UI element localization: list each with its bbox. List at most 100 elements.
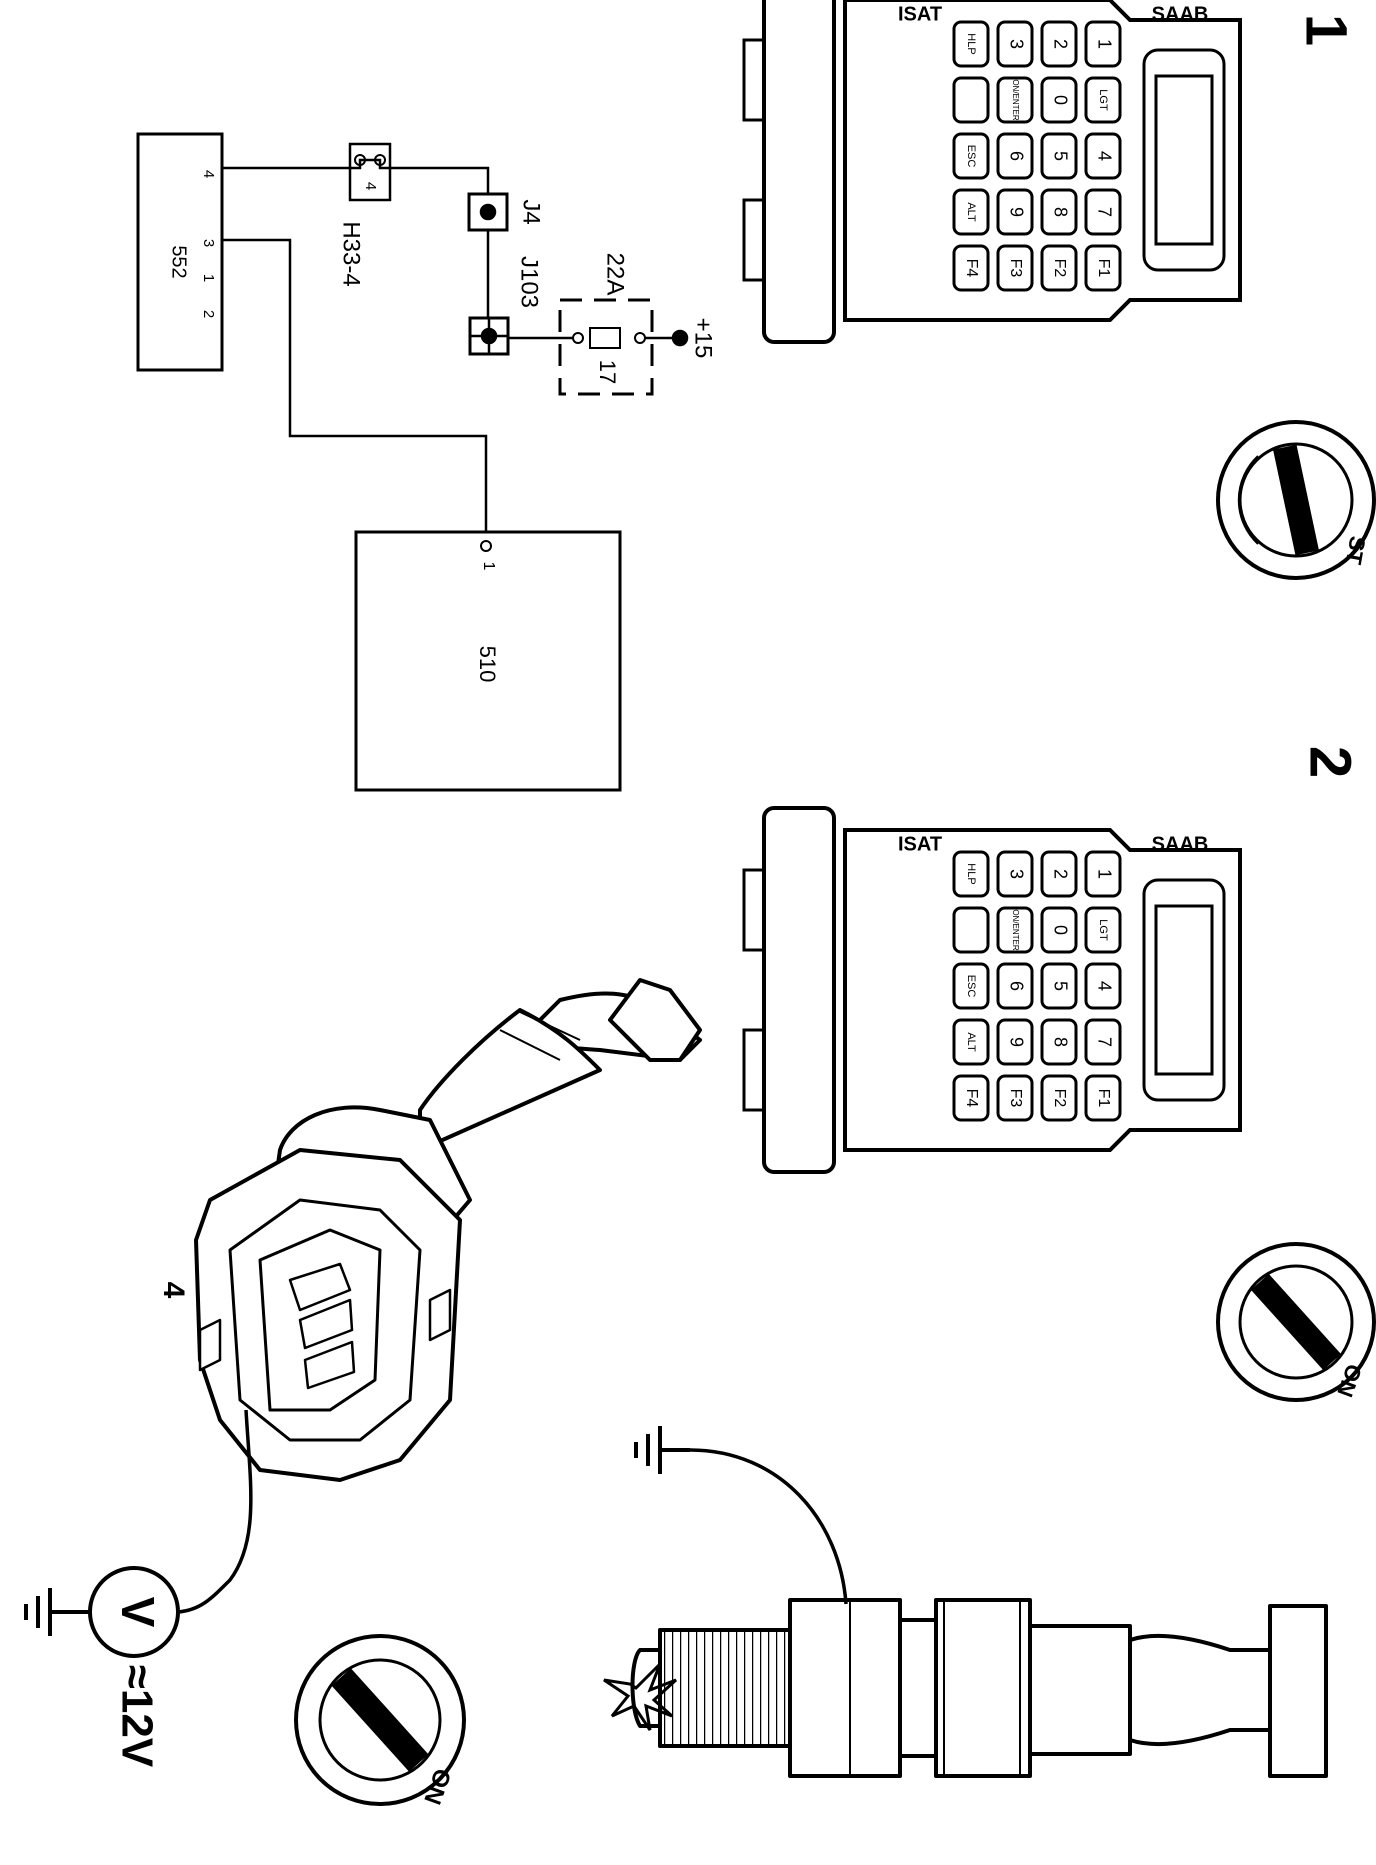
svg-text:17: 17 [595, 360, 620, 384]
supply-label: +15 [690, 318, 717, 359]
key-8[interactable]: 8 [1050, 207, 1070, 217]
fuse-element [589, 327, 621, 349]
key-2[interactable]: 2 [1050, 39, 1070, 49]
module-552-label: 552 [168, 245, 190, 278]
key-enter[interactable]: ON/ENTER [1011, 909, 1020, 951]
key-lgt[interactable]: LGT [1097, 919, 1109, 941]
tester-model: ISAT [898, 833, 942, 855]
voltmeter-probe-wire [177, 1409, 253, 1614]
module-552-pin-4: 4 [200, 170, 217, 178]
key-esc[interactable]: ESC [965, 975, 977, 998]
ignition-connector-drawing [194, 978, 702, 1482]
module-552-pin-2: 2 [200, 310, 217, 318]
voltmeter: V [88, 1566, 180, 1658]
key-5[interactable]: 5 [1050, 981, 1070, 991]
key-1[interactable]: 1 [1094, 869, 1114, 879]
key-9[interactable]: 9 [1006, 207, 1026, 217]
key-8[interactable]: 8 [1050, 1037, 1070, 1047]
key-hlp[interactable]: HLP [965, 33, 977, 54]
key-1[interactable]: 1 [1094, 39, 1114, 49]
module-552-box [136, 132, 224, 372]
tester-model: ISAT [898, 3, 942, 25]
key-3[interactable]: 3 [1006, 39, 1026, 49]
junction-j103-label: J103 [516, 256, 543, 308]
key-3[interactable]: 3 [1006, 869, 1026, 879]
svg-text:510: 510 [475, 646, 500, 683]
key-5[interactable]: 5 [1050, 151, 1070, 161]
key-6[interactable]: 6 [1006, 981, 1026, 991]
svg-text:4: 4 [200, 170, 217, 178]
step-label-4: 4 [157, 1282, 190, 1299]
fuse-rating-label: 22A [602, 253, 629, 296]
module-510-label: 510 [475, 646, 500, 683]
key-0[interactable]: 0 [1050, 95, 1070, 105]
supply-terminal [671, 329, 689, 347]
diagnostic-tester-step1[interactable]: LGT 0 ON/ENTER 1 2 3 HLP 4 5 6 ESC 7 8 9… [742, 0, 1242, 344]
key-alt[interactable]: ALT [965, 202, 977, 222]
svg-text:1: 1 [200, 274, 217, 282]
wire-552-pin4-to-j4 [222, 158, 490, 194]
step-label-2: 2 [1298, 746, 1363, 778]
key-7[interactable]: 7 [1094, 207, 1114, 217]
key-2[interactable]: 2 [1050, 869, 1070, 879]
ignition-switch-start[interactable]: ST [1216, 420, 1376, 580]
key-0[interactable]: 0 [1050, 925, 1070, 935]
module-510-pin-1: 1 [480, 562, 497, 571]
module-552-pin-3: 3 [200, 239, 217, 247]
tester-brand: SAAB [1152, 833, 1209, 855]
svg-text:4: 4 [157, 1282, 190, 1299]
ground-symbol-spark-plug [634, 1426, 690, 1474]
fuse-number-label: 17 [595, 360, 620, 384]
key-hlp[interactable]: HLP [965, 863, 977, 884]
svg-text:552: 552 [168, 245, 190, 278]
svg-text:J4: J4 [518, 199, 545, 224]
step-label-1: 1 [1294, 14, 1359, 46]
connector-h33 [348, 142, 392, 202]
spark-icon [603, 1662, 678, 1731]
diagnostic-tester-step2[interactable]: LGT 0 ON/ENTER 1 2 3 HLP 4 5 6 ESC 7 8 9… [742, 806, 1242, 1174]
wire-552-pin3-to-510 [222, 238, 488, 532]
voltmeter-reading: ≈12V [112, 1665, 161, 1768]
svg-text:1: 1 [1294, 14, 1359, 46]
svg-text:4: 4 [362, 182, 379, 190]
connector-h33-pin: 4 [362, 182, 379, 190]
fuse-housing [558, 298, 654, 396]
key-6[interactable]: 6 [1006, 151, 1026, 161]
key-4[interactable]: 4 [1094, 981, 1114, 991]
key-f3[interactable]: F3 [1007, 259, 1024, 278]
key-f3[interactable]: F3 [1007, 1089, 1024, 1108]
key-f2[interactable]: F2 [1051, 259, 1068, 278]
key-f4[interactable]: F4 [963, 1089, 980, 1108]
svg-text:1: 1 [480, 562, 497, 571]
svg-text:+15: +15 [690, 318, 717, 359]
svg-text:H33-4: H33-4 [338, 221, 365, 286]
key-lgt[interactable]: LGT [1097, 89, 1109, 111]
voltmeter-symbol: V [112, 1597, 164, 1628]
svg-text:3: 3 [200, 239, 217, 247]
ignition-switch-on-step4[interactable]: ON [294, 1634, 466, 1808]
key-4[interactable]: 4 [1094, 151, 1114, 161]
key-9[interactable]: 9 [1006, 1037, 1026, 1047]
key-f1[interactable]: F1 [1095, 259, 1112, 278]
key-f4[interactable]: F4 [963, 259, 980, 278]
circuit-diagram [136, 132, 689, 792]
key-enter[interactable]: ON/ENTER [1011, 79, 1020, 121]
svg-text:≈12V: ≈12V [112, 1665, 161, 1768]
key-alt[interactable]: ALT [965, 1032, 977, 1052]
connector-h33-label: H33-4 [338, 221, 365, 286]
key-esc[interactable]: ESC [965, 145, 977, 168]
svg-text:J103: J103 [516, 256, 543, 308]
ignition-switch-on-step2[interactable]: ON [1216, 1242, 1376, 1402]
spark-plug-ground-wire [689, 1448, 848, 1605]
svg-text:2: 2 [1298, 746, 1363, 778]
svg-text:2: 2 [200, 310, 217, 318]
ground-symbol-voltmeter [24, 1588, 90, 1636]
spark-plug [630, 1598, 1328, 1778]
key-7[interactable]: 7 [1094, 1037, 1114, 1047]
key-f2[interactable]: F2 [1051, 1089, 1068, 1108]
junction-j4-label: J4 [518, 199, 545, 224]
key-f1[interactable]: F1 [1095, 1089, 1112, 1108]
module-510-box [354, 530, 622, 792]
